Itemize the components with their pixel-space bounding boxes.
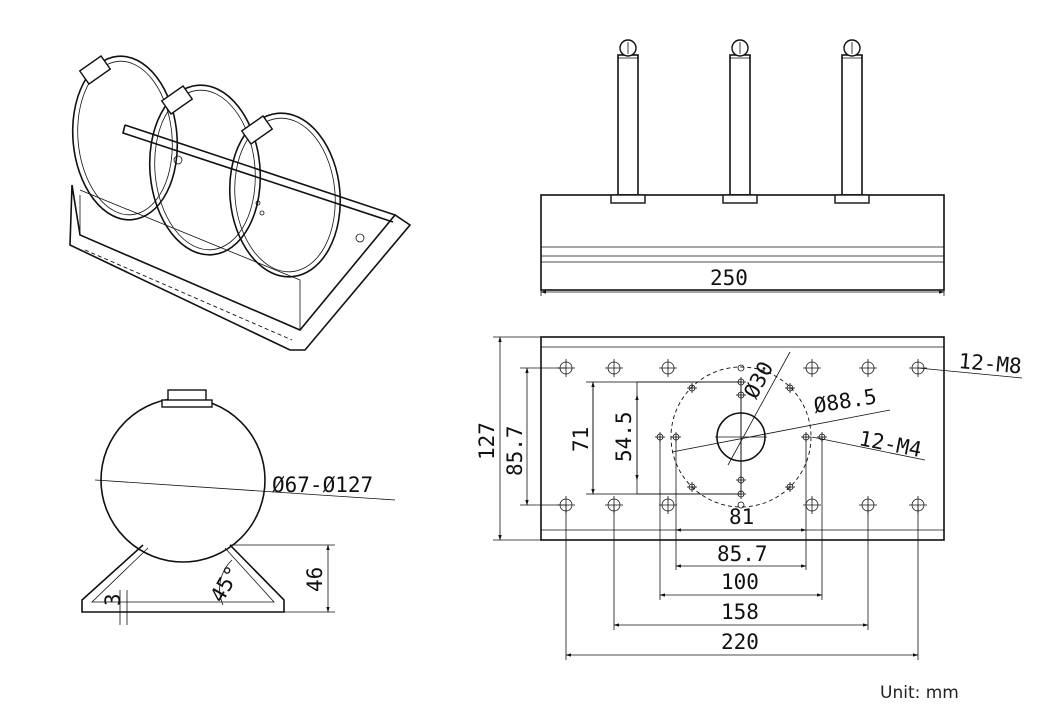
isometric-view (69, 55, 412, 351)
m8-callout: 12-M8 (958, 349, 1023, 378)
inner-rect-height-dimension: 71 (569, 427, 593, 452)
m4-hole-9 (687, 482, 697, 492)
axis-hole-1 (737, 364, 745, 372)
axis-hole-2 (737, 501, 745, 509)
m4-hole-3 (785, 383, 795, 393)
width-dimension: 250 (710, 266, 748, 290)
unit-label: Unit: mm (880, 683, 959, 703)
clamp-band-2 (148, 84, 262, 256)
angle-dimension: 45° (206, 562, 246, 607)
thickness-dimension: 3 (101, 593, 125, 606)
m4-hole-10 (736, 475, 746, 485)
m4-hole-12 (785, 482, 795, 492)
inner-hole-span-dimension: 54.5 (612, 411, 636, 462)
dimension-158: 158 (721, 600, 759, 624)
clamp-band-3 (228, 112, 342, 278)
overall-height-dimension: 127 (475, 422, 499, 460)
m8-hole-9 (859, 359, 877, 377)
m8-hole-3 (605, 359, 623, 377)
post-2 (722, 39, 758, 204)
clamp-range-dimension: Ø67-Ø127 (272, 473, 373, 497)
dimension-81: 81 (729, 505, 754, 529)
m4-hole-1 (687, 383, 697, 393)
m4-hole-2 (736, 377, 746, 387)
dimension-100: 100 (721, 570, 759, 594)
m8-hole-5 (659, 359, 677, 377)
post-3 (834, 39, 870, 204)
dimension-220: 220 (721, 630, 759, 654)
front-view: 250 (540, 39, 945, 296)
m4-hole-4 (736, 390, 746, 400)
clamp-band-1 (71, 55, 179, 221)
post-1 (610, 39, 646, 204)
center-hole-dimension: Ø30 (739, 358, 778, 403)
m8-hole-7 (803, 359, 821, 377)
m8-hole-6 (659, 496, 677, 514)
side-view: Ø67-Ø127 46 3 45° (81, 389, 396, 625)
m4-callout: 12-M4 (857, 426, 924, 462)
outer-hole-span-dimension: 85.7 (503, 425, 527, 476)
m4-hole-11 (736, 489, 746, 499)
height-dimension: 46 (303, 567, 327, 592)
pcd-dimension: Ø88.5 (812, 384, 878, 418)
bottom-view: Ø30 Ø88.5 12-M8 12-M4 127 85.7 71 54.5 8 (475, 336, 1023, 660)
dimension-85-7: 85.7 (717, 542, 768, 566)
